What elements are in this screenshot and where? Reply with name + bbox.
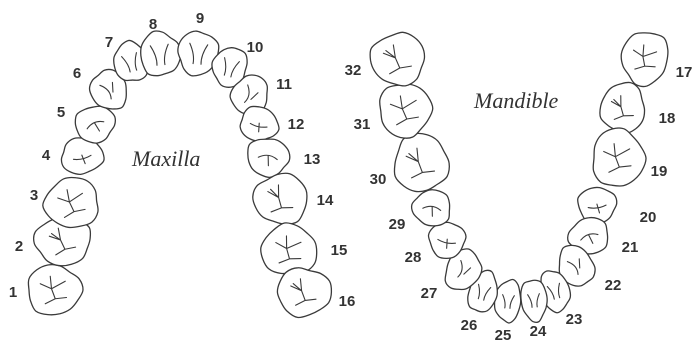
tooth-18: [598, 80, 647, 135]
mandible-label: Mandible: [473, 88, 559, 113]
tooth-number-5: 5: [57, 104, 65, 121]
tooth-number-4: 4: [42, 147, 51, 164]
tooth-14: [251, 171, 309, 226]
tooth-number-21: 21: [622, 239, 639, 256]
tooth-number-31: 31: [354, 116, 371, 133]
tooth-number-20: 20: [640, 209, 657, 226]
tooth-31: [379, 83, 434, 140]
tooth-outline: [28, 265, 83, 315]
tooth-number-17: 17: [676, 64, 692, 81]
tooth-number-18: 18: [659, 110, 676, 127]
tooth-number-26: 26: [461, 317, 478, 334]
tooth-outline: [394, 133, 449, 191]
tooth-outline: [493, 278, 523, 324]
tooth-32: [369, 31, 426, 87]
tooth-outline: [598, 80, 647, 135]
tooth-1: [28, 265, 83, 315]
tooth-number-9: 9: [196, 10, 204, 27]
tooth-outline: [259, 221, 319, 277]
tooth-outline: [139, 29, 183, 77]
tooth-number-23: 23: [566, 311, 583, 328]
tooth-number-29: 29: [389, 216, 406, 233]
maxilla-label: Maxilla: [131, 146, 200, 171]
tooth-number-30: 30: [370, 171, 387, 188]
tooth-16: [277, 268, 331, 318]
tooth-number-28: 28: [405, 249, 422, 266]
tooth-number-15: 15: [331, 242, 348, 259]
tooth-number-32: 32: [345, 62, 362, 79]
tooth-number-7: 7: [105, 34, 113, 51]
tooth-number-6: 6: [73, 65, 81, 82]
tooth-number-27: 27: [421, 285, 438, 302]
tooth-number-10: 10: [247, 39, 264, 56]
tooth-19: [593, 128, 646, 186]
tooth-number-22: 22: [605, 277, 622, 294]
tooth-outline: [277, 268, 331, 318]
tooth-30: [394, 133, 449, 191]
tooth-number-13: 13: [304, 151, 321, 168]
tooth-outline: [369, 31, 426, 87]
tooth-number-12: 12: [288, 116, 305, 133]
tooth-number-2: 2: [15, 238, 23, 255]
tooth-number-8: 8: [149, 16, 157, 33]
tooth-number-24: 24: [530, 323, 547, 340]
tooth-17: [616, 29, 671, 90]
tooth-8: [139, 29, 183, 77]
tooth-number-16: 16: [339, 293, 356, 310]
tooth-outline: [379, 83, 434, 140]
tooth-number-14: 14: [317, 192, 334, 209]
tooth-number-1: 1: [9, 284, 17, 301]
tooth-25: [493, 278, 523, 324]
tooth-number-3: 3: [30, 187, 38, 204]
tooth-outline: [593, 128, 646, 186]
tooth-number-11: 11: [276, 76, 292, 93]
tooth-15: [259, 221, 319, 277]
tooth-number-19: 19: [651, 163, 668, 180]
tooth-outline: [251, 171, 309, 226]
tooth-number-25: 25: [495, 327, 512, 343]
